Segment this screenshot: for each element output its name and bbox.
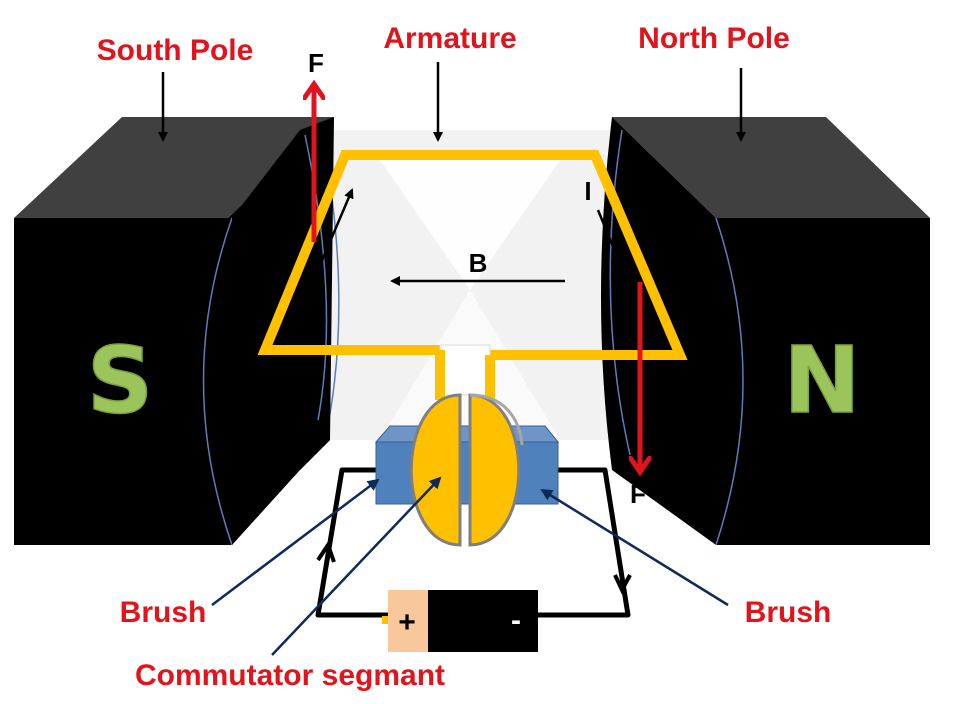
battery-negative-sign: - bbox=[511, 604, 521, 637]
armature-label: Armature bbox=[383, 22, 516, 55]
north-magnet bbox=[601, 117, 930, 546]
battery-positive-sign: + bbox=[398, 606, 416, 639]
south-magnet bbox=[14, 117, 340, 546]
battery-body bbox=[428, 590, 538, 652]
circuit-wire-left bbox=[315, 467, 390, 618]
commutator-segment-right bbox=[468, 393, 521, 547]
current-arrow-right-wire bbox=[613, 574, 632, 595]
brush-right-leader bbox=[540, 488, 729, 607]
armature-coil bbox=[257, 150, 688, 392]
south-pole-letter: S bbox=[87, 327, 153, 434]
commutator bbox=[409, 393, 524, 547]
current-arrow-left bbox=[316, 188, 354, 271]
north-pole-label: North Pole bbox=[638, 22, 790, 55]
south-pole-label: South Pole bbox=[97, 34, 254, 67]
current-arrow-left-wire bbox=[316, 540, 336, 563]
magnetic-field-region bbox=[330, 130, 630, 440]
brush-left-leader bbox=[211, 478, 380, 606]
commutator-leader bbox=[271, 476, 442, 656]
force-label-left: F bbox=[308, 48, 324, 78]
force-label-right: F bbox=[630, 479, 646, 509]
north-pole-letter: N bbox=[784, 327, 861, 434]
armature-leads bbox=[439, 344, 491, 396]
commutator-segment-left bbox=[409, 393, 462, 547]
brush-block bbox=[374, 425, 560, 505]
battery-positive-terminal bbox=[388, 590, 428, 652]
battery bbox=[382, 590, 538, 652]
field-label: B bbox=[469, 248, 488, 278]
brush-label-left: Brush bbox=[120, 596, 207, 629]
circuit-wire-right bbox=[538, 467, 631, 618]
current-label-right: I bbox=[584, 176, 591, 206]
brush-label-right: Brush bbox=[745, 596, 832, 629]
field-light-wedge bbox=[380, 160, 560, 290]
current-label-left: I bbox=[312, 283, 319, 313]
current-arrow-right bbox=[596, 209, 636, 300]
commutator-label: Commutator segmant bbox=[135, 659, 445, 692]
